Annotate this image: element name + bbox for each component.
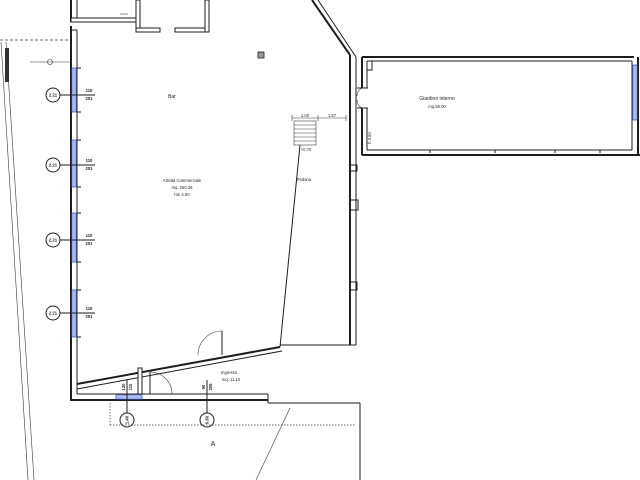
window-tag-width: 110: [86, 306, 93, 311]
garden-area: mq.56.00: [428, 104, 446, 109]
door-tag-code: 0.80: [205, 415, 210, 424]
window-tag-width: 110: [86, 158, 93, 163]
window-tag: 2.21 110 201: [45, 232, 95, 248]
platform: 1.00 1.57 +0.70 Pedana: [279, 113, 347, 348]
window-tag-code: 2.21: [49, 93, 58, 98]
platform-edge: [279, 144, 301, 348]
site-boundary-left: [0, 39, 70, 480]
room-labels: Bar Attività Commerciale mq. 250.38 hm 4…: [163, 94, 241, 382]
door-tag: 120 110 1.40: [119, 380, 135, 428]
column-square: [257, 51, 265, 59]
top-room-wall: [70, 17, 138, 23]
window-tag-height: 201: [86, 96, 94, 101]
window-tag-width: 110: [86, 233, 93, 238]
garden-label: Giardino interno: [419, 96, 455, 102]
garden: Giardino interno mq.56.00 h 3.60: [356, 56, 640, 156]
commercial-height: hm 4.00: [174, 192, 190, 197]
survey-point-icon: [47, 59, 53, 65]
door-tag-code: 1.40: [125, 415, 130, 424]
entrance-area: mq. 11.10: [222, 377, 241, 382]
boundary-pillar: [5, 48, 9, 82]
window-tag: 2.21 110 201: [45, 305, 95, 321]
door-tag-height: 110: [128, 383, 133, 390]
platform-level: +0.70: [301, 147, 312, 152]
door-swing-entrance: [149, 371, 173, 395]
section-label: A: [211, 441, 216, 448]
door-tag-circle: [199, 412, 215, 428]
door-tag-circle: [119, 412, 135, 428]
door-tag-width: 90: [201, 384, 206, 389]
window-tag-code: 2.21: [49, 238, 58, 243]
window-tag-height: 201: [86, 241, 94, 246]
top-room-partition: [135, 0, 141, 33]
entrance-area: [137, 330, 223, 395]
main-walls: [70, 0, 359, 403]
stair-dimension-line: [291, 115, 347, 121]
commercial-label: Attività Commerciale: [163, 178, 202, 183]
door-tag: 90 205 0.80: [199, 380, 215, 428]
stair-dimension-right: 1.57: [328, 113, 337, 118]
exterior-bottom: A: [109, 402, 361, 480]
bar-label: Bar: [168, 94, 176, 100]
stairs: [293, 120, 317, 146]
entrance-label: Ingresso: [221, 370, 238, 375]
commercial-area: mq. 250.38: [172, 185, 194, 190]
window-tag: 2.21 110 201: [45, 157, 95, 173]
door-tag-height: 205: [208, 383, 213, 391]
window-tag-width: 110: [86, 88, 93, 93]
window-tag-height: 201: [86, 166, 94, 171]
stair-dimension-left: 1.00: [301, 113, 310, 118]
window-tag-height: 201: [86, 314, 94, 319]
platform-label: Pedana: [297, 177, 312, 182]
door-tag-width: 120: [121, 383, 126, 391]
top-rooms: [70, 0, 210, 33]
door-swing-main: [197, 330, 223, 356]
window-tag-code: 2.21: [49, 311, 58, 316]
window-tag: 2.21 110 201: [45, 87, 95, 103]
garden-height: h 3.60: [367, 132, 372, 144]
window-tag-code: 2.21: [49, 163, 58, 168]
entrance-partition: [137, 367, 143, 395]
